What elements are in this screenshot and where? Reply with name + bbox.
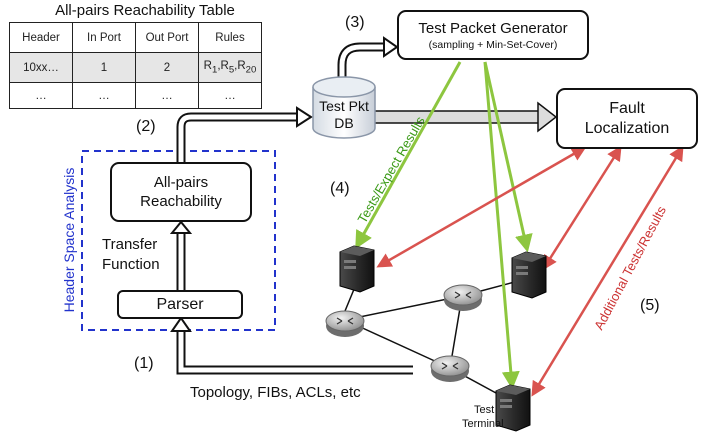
step-label-1: (1) <box>134 355 154 372</box>
transfer-function-line2: Function <box>102 256 160 273</box>
parser-box: Parser <box>117 290 243 319</box>
table-cell: … <box>198 82 262 109</box>
table-header-cell: Header <box>9 22 73 53</box>
db-cylinder <box>312 76 376 139</box>
generator-subtitle: (sampling + Min-Set-Cover) <box>428 38 558 51</box>
table-header-cell: Rules <box>198 22 262 53</box>
topology-label: Topology, FIBs, ACLs, etc <box>190 384 361 401</box>
db-to-fault-arrow <box>367 110 540 124</box>
fault-localization-box: Fault Localization <box>556 88 698 149</box>
step-label-3: (3) <box>345 14 365 31</box>
all-pairs-reachability-box: All-pairs Reachability <box>110 162 252 222</box>
test-packet-generator-box: Test Packet Generator (sampling + Min-Se… <box>397 10 589 60</box>
test-terminal-icon <box>495 384 531 432</box>
step-label-5: (5) <box>640 297 660 314</box>
router-icon <box>443 284 483 311</box>
db-label-line1: Test Pkt <box>319 98 369 114</box>
table-cell: 1 <box>72 52 136 83</box>
reachability-table: Header In Port Out Port Rules 10xx… 1 2 … <box>9 22 262 109</box>
parser-label: Parser <box>156 295 204 313</box>
table-row: 10xx… 1 2 R1,R5,R20 <box>9 52 262 83</box>
table-cell: 10xx… <box>9 52 73 83</box>
generator-title: Test Packet Generator <box>418 19 568 37</box>
reachability-table-title: All-pairs Reachability Table <box>55 2 235 19</box>
transfer-function-line1: Transfer <box>102 236 158 253</box>
table-header-cell: In Port <box>72 22 136 53</box>
table-row: … … … … <box>9 82 262 109</box>
server-icon <box>339 245 375 293</box>
table-cell: 2 <box>135 52 199 83</box>
table-cell: … <box>9 82 73 109</box>
db-label-line2: DB <box>334 115 354 131</box>
reachability-to-db-arrow <box>176 112 297 163</box>
red-result-arrows <box>376 145 684 397</box>
step-label-4: (4) <box>330 180 350 197</box>
table-cell: … <box>135 82 199 109</box>
rules-cell: R1,R5,R20 <box>198 52 262 83</box>
table-header-cell: Out Port <box>135 22 199 53</box>
test-terminal-line1: Test <box>474 404 495 416</box>
step-label-2: (2) <box>136 118 156 135</box>
table-header-row: Header In Port Out Port Rules <box>9 22 262 53</box>
test-terminal-line2: Terminal <box>462 418 504 430</box>
all-pairs-line1: All-pairs <box>153 174 209 191</box>
router-icon <box>430 355 470 382</box>
fault-line1: Fault <box>609 99 645 117</box>
table-cell: … <box>72 82 136 109</box>
server-icon <box>511 251 547 299</box>
all-pairs-line2: Reachability <box>140 193 222 210</box>
fault-line2: Localization <box>584 119 670 137</box>
router-icon <box>325 310 365 337</box>
header-space-analysis-label: Header Space Analysis <box>61 168 77 313</box>
